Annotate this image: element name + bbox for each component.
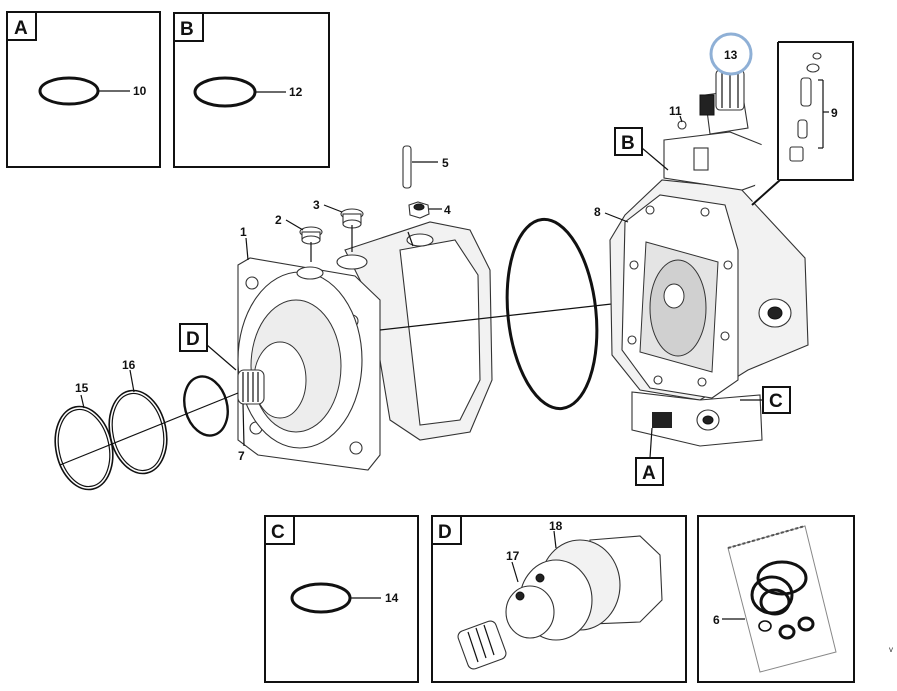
callout-7: 7 [238, 449, 245, 463]
o-ring-15-inner [57, 408, 111, 488]
detail-box-d: D 18 17 [431, 515, 687, 683]
detail-box-d-letter: D [438, 522, 452, 543]
callout-11: 11 [669, 104, 682, 118]
detail-box-c-letter: C [271, 522, 285, 543]
tag-c: C [740, 386, 791, 414]
callout-8: 8 [594, 205, 601, 219]
highlight-13-ring [709, 32, 753, 76]
callout-10: 10 [133, 84, 147, 98]
o-ring-16-outer [108, 389, 168, 475]
nut-4 [408, 201, 430, 219]
svg-text:C: C [769, 391, 783, 412]
tag-a: A [635, 427, 664, 486]
detail-box-kit: 6 [697, 515, 855, 683]
callout-13: 13 [724, 48, 738, 62]
svg-text:B: B [621, 133, 635, 154]
plug-3 [340, 208, 364, 229]
detail-box-a-letter: A [14, 18, 28, 39]
callout-3: 3 [313, 198, 320, 212]
corner-mark: v [889, 645, 893, 654]
detail-box-a: A 10 [6, 11, 161, 168]
callout-6: 6 [713, 613, 720, 627]
tag-b: B [614, 127, 669, 171]
tag-d: D [179, 323, 237, 371]
large-o-ring [505, 217, 599, 411]
svg-text:D: D [186, 329, 200, 350]
callout-9: 9 [831, 106, 838, 120]
callout-5: 5 [442, 156, 449, 170]
pin-5 [402, 145, 412, 189]
callout-17: 17 [506, 549, 520, 563]
callout-12: 12 [289, 85, 303, 99]
o-ring-7 [183, 375, 229, 437]
o-ring-16-inner [111, 392, 165, 472]
callout-4: 4 [444, 203, 451, 217]
callout-14: 14 [385, 591, 399, 605]
detail-box-9: 9 [751, 41, 854, 206]
motor-housing [237, 221, 493, 471]
detail-box-b-letter: B [180, 19, 194, 40]
callout-2: 2 [275, 213, 282, 227]
callout-15: 15 [75, 381, 89, 395]
callout-16: 16 [122, 358, 136, 372]
svg-text:A: A [642, 463, 656, 484]
plug-2 [299, 226, 323, 245]
detail-box-b: B 12 [173, 12, 330, 168]
detail-box-c: C 14 [264, 515, 419, 683]
callout-1: 1 [240, 225, 247, 239]
end-cap-assembly [609, 69, 809, 447]
callout-18: 18 [549, 519, 563, 533]
